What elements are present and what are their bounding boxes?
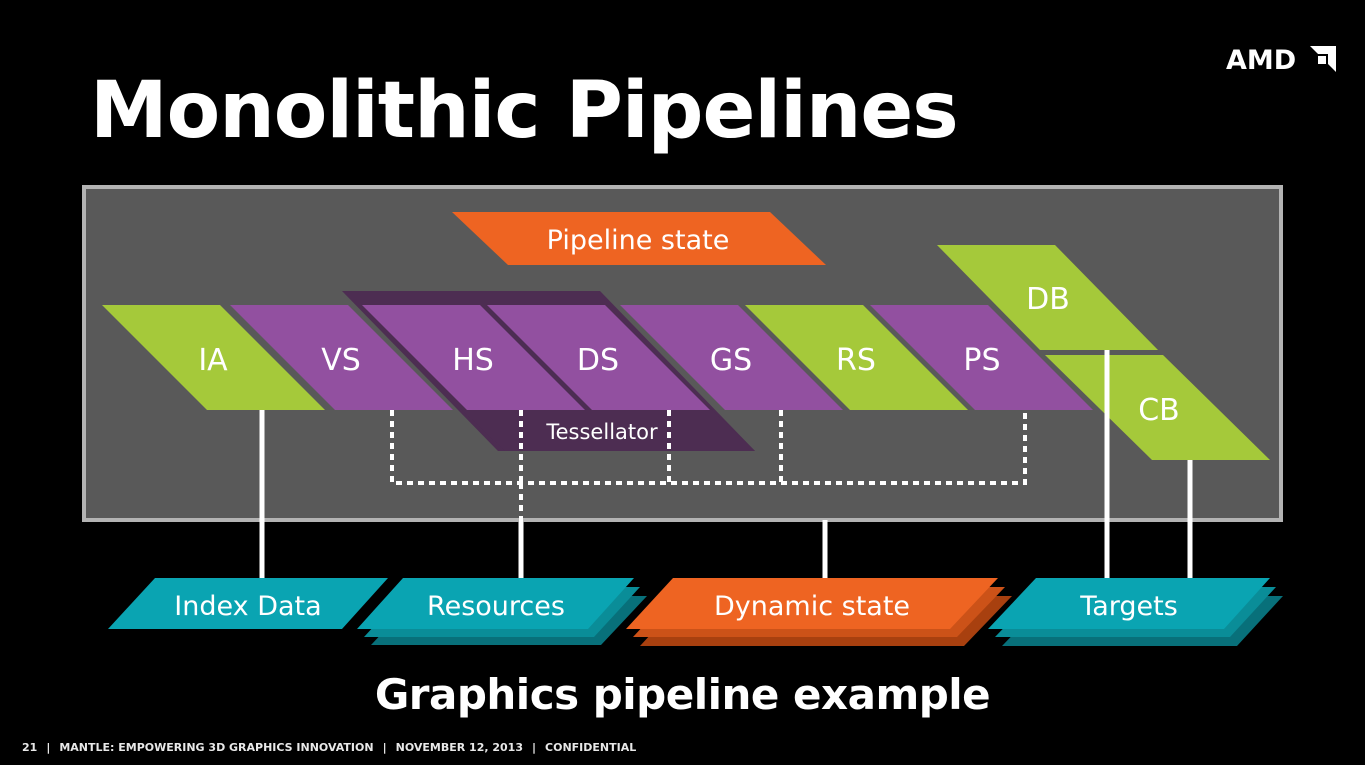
targets-block: Targets bbox=[988, 578, 1283, 646]
output-cb-shape bbox=[1045, 355, 1270, 460]
stage-hs: HS bbox=[362, 305, 585, 410]
stage-ps-label: PS bbox=[963, 343, 1000, 378]
stage-ds-label: DS bbox=[577, 343, 619, 378]
resources-label: Resources bbox=[427, 591, 565, 622]
stage-ps: PS bbox=[870, 305, 1093, 410]
stage-hs-shape bbox=[362, 305, 585, 410]
stage-hs-label: HS bbox=[452, 343, 494, 378]
tessellator-label: Tessellator bbox=[545, 420, 658, 444]
amd-logo-text: AMD bbox=[1226, 45, 1296, 74]
output-cb-label: CB bbox=[1138, 393, 1180, 428]
stage-gs-label: GS bbox=[710, 343, 752, 378]
stage-vs-shape bbox=[230, 305, 453, 410]
stage-gs: GS bbox=[620, 305, 843, 410]
pipeline-state-shape bbox=[452, 212, 826, 265]
tessellator-block: Tessellator bbox=[460, 408, 755, 451]
footer-separator: | bbox=[382, 741, 387, 754]
targets-label: Targets bbox=[1079, 591, 1178, 622]
slide-title: Monolithic Pipelines bbox=[90, 66, 959, 156]
targets-shape bbox=[988, 578, 1270, 629]
classification-label: CONFIDENTIAL bbox=[545, 741, 637, 754]
stage-ia-label: IA bbox=[198, 343, 228, 378]
pipeline-state-label: Pipeline state bbox=[547, 225, 730, 256]
pipeline-state-block: Pipeline state bbox=[452, 212, 826, 265]
tessellator-shape bbox=[460, 408, 755, 451]
stage-ps-shape bbox=[870, 305, 1093, 410]
amd-logo: AMD bbox=[1226, 44, 1338, 78]
resources-shape bbox=[357, 578, 634, 629]
output-db-label: DB bbox=[1026, 282, 1070, 317]
footer-separator: | bbox=[531, 741, 537, 754]
connectors bbox=[259, 350, 1193, 578]
presentation-date: NOVEMBER 12, 2013 bbox=[395, 741, 523, 754]
stage-ds-shape bbox=[487, 305, 710, 410]
resource-bus-line bbox=[390, 410, 1027, 485]
index-data-shape bbox=[108, 578, 388, 629]
stage-ds: DS bbox=[487, 305, 710, 410]
dynamic-state-shape bbox=[626, 578, 998, 629]
amd-logo-mark: AMD bbox=[1226, 45, 1336, 76]
presentation-name: MANTLE: EMPOWERING 3D GRAPHICS INNOVATIO… bbox=[59, 741, 374, 754]
resource-bus bbox=[390, 410, 1027, 522]
stage-vs-label: VS bbox=[321, 343, 361, 378]
stage-gs-shape bbox=[620, 305, 843, 410]
stage-rs: RS bbox=[745, 305, 968, 410]
stage-rs-shape bbox=[745, 305, 968, 410]
index-data-label: Index Data bbox=[174, 591, 321, 622]
amd-arrow-inner-icon bbox=[1318, 56, 1326, 64]
index-data-block: Index Data bbox=[108, 578, 388, 629]
output-db: DB bbox=[937, 245, 1158, 350]
output-db-shape bbox=[937, 245, 1158, 350]
slide-footer: 21 | MANTLE: EMPOWERING 3D GRAPHICS INNOVA… bbox=[22, 741, 636, 754]
dynamic-state-label: Dynamic state bbox=[714, 591, 910, 622]
dynamic-state-block: Dynamic state bbox=[626, 578, 1012, 646]
output-cb: CB bbox=[1045, 355, 1270, 460]
footer-separator: | bbox=[46, 741, 51, 754]
resources-block: Resources bbox=[357, 578, 647, 645]
stage-ia-shape bbox=[102, 305, 325, 410]
page-number: 21 bbox=[22, 741, 38, 754]
amd-arrow-icon bbox=[1310, 46, 1336, 72]
stage-vs: VS bbox=[230, 305, 453, 410]
stage-rs-label: RS bbox=[836, 343, 876, 378]
stage-ia: IA bbox=[102, 305, 325, 410]
slide-subtitle: Graphics pipeline example bbox=[374, 670, 991, 719]
